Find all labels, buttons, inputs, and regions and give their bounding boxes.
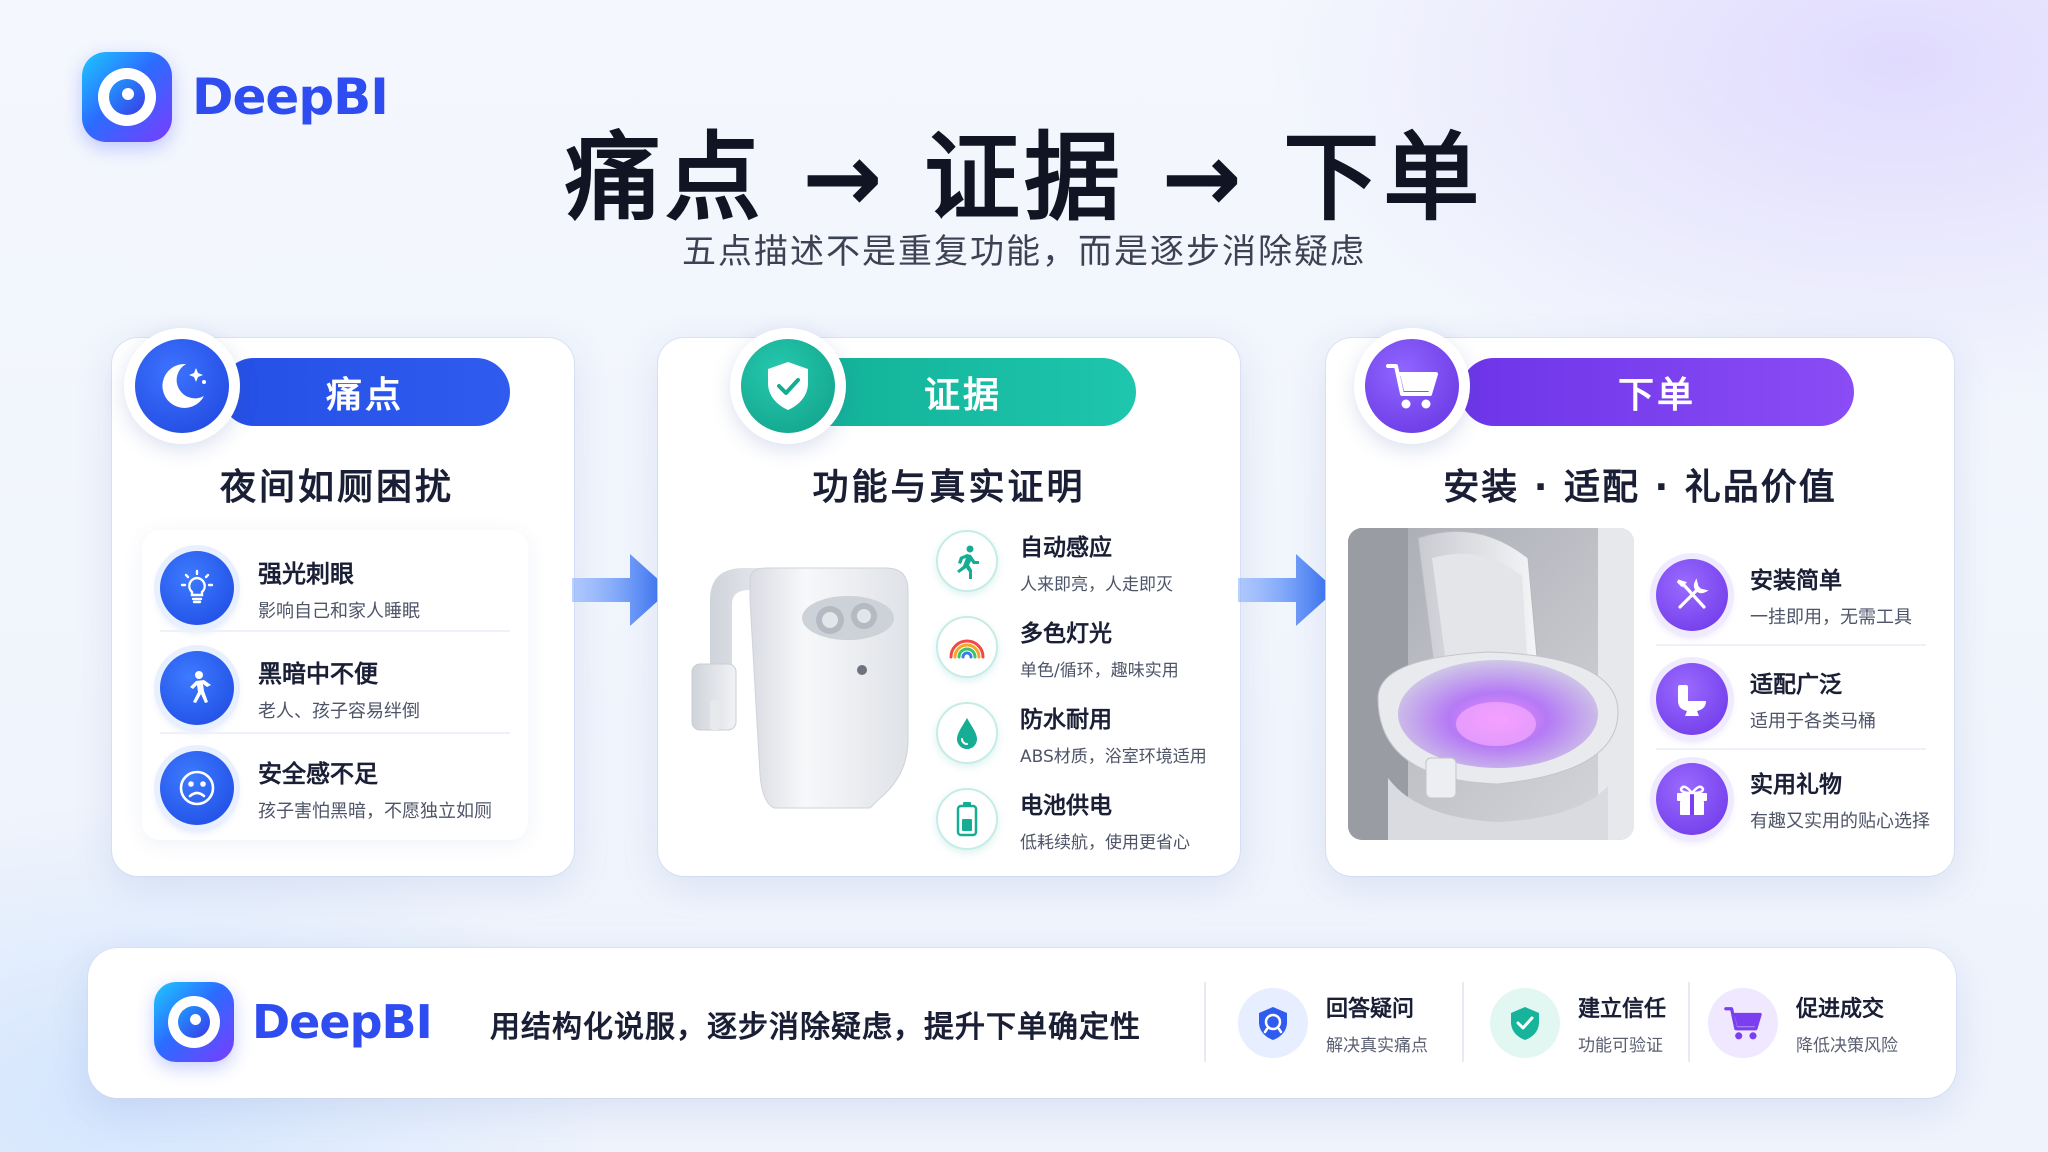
item-desc: 有趣又实用的贴心选择 xyxy=(1750,811,1930,832)
item-title: 安装简单 xyxy=(1750,568,1842,594)
list-item: 黑暗中不便 老人、孩子容易绊倒 xyxy=(160,646,520,730)
brand-name: DeepBI xyxy=(192,68,389,126)
item-desc: 影响自己和家人睡眠 xyxy=(258,600,420,622)
divider xyxy=(160,732,510,734)
purchase-heading: 安装 · 适配 · 礼品价值 xyxy=(1443,467,1837,508)
purchase-pill: 下单 xyxy=(1460,358,1854,426)
footer-banner xyxy=(88,948,1956,1098)
pain-point-pill-label: 痛点 xyxy=(325,375,404,416)
list-item: 强光刺眼 影响自己和家人睡眠 xyxy=(160,546,520,630)
tools-icon xyxy=(1656,559,1728,631)
running-person-icon xyxy=(936,530,998,592)
toilet-icon xyxy=(1656,663,1728,735)
evidence-pill-label: 证据 xyxy=(923,375,1002,416)
footer-divider xyxy=(1462,982,1464,1062)
pain-point-pill: 痛点 xyxy=(220,358,510,426)
flow-arrow-icon xyxy=(572,554,670,626)
item-title: 防水耐用 xyxy=(1020,706,1112,733)
deepbi-logo-icon xyxy=(82,52,172,142)
evidence-heading: 功能与真实证明 xyxy=(812,467,1086,508)
check-shield-icon xyxy=(1490,988,1560,1058)
list-item: 自动感应 人来即亮，人走即灭 xyxy=(936,522,1236,600)
cart-icon xyxy=(1708,988,1778,1058)
deepbi-logo-icon xyxy=(154,982,234,1062)
walking-person-icon xyxy=(160,651,234,725)
feature-title: 回答疑问 xyxy=(1326,996,1415,1022)
item-desc: 人来即亮，人走即灭 xyxy=(1020,574,1173,595)
battery-icon xyxy=(936,788,998,850)
toilet-night-light-photo xyxy=(1348,528,1634,840)
feature-desc: 功能可验证 xyxy=(1578,1035,1663,1056)
item-desc: 单色/循环，趣味实用 xyxy=(1020,660,1179,681)
night-light-product-image xyxy=(691,567,909,809)
item-title: 电池供电 xyxy=(1020,792,1112,819)
shield-check-icon xyxy=(768,362,808,410)
page-title: 痛点 → 证据 → 下单 xyxy=(564,122,1484,234)
item-desc: 低耗续航，使用更省心 xyxy=(1020,832,1190,853)
list-item: 电池供电 低耗续航，使用更省心 xyxy=(936,780,1236,858)
item-desc: ABS材质，浴室环境适用 xyxy=(1020,746,1207,767)
sad-face-icon xyxy=(160,751,234,825)
footer-feature: 促进成交 降低决策风险 xyxy=(1708,988,1898,1058)
item-title: 自动感应 xyxy=(1020,534,1112,561)
item-title: 适配广泛 xyxy=(1750,672,1842,698)
footer-feature: 建立信任 功能可验证 xyxy=(1490,988,1666,1058)
divider xyxy=(160,630,510,632)
item-title: 强光刺眼 xyxy=(258,559,354,588)
purchase-pill-label: 下单 xyxy=(1617,375,1696,416)
item-desc: 一挂即用，无需工具 xyxy=(1750,607,1912,628)
item-title: 多色灯光 xyxy=(1020,620,1112,647)
item-desc: 适用于各类马桶 xyxy=(1750,711,1876,732)
flow-arrow-icon xyxy=(1238,554,1336,626)
list-item: 安全感不足 孩子害怕黑暗，不愿独立如厕 xyxy=(160,746,530,830)
footer-divider xyxy=(1688,982,1690,1062)
pain-point-list: 强光刺眼 影响自己和家人睡眠 黑暗中不便 老人、孩子容易绊倒 安全感不足 xyxy=(142,530,528,840)
purchase-badge xyxy=(1354,328,1470,444)
feature-title: 建立信任 xyxy=(1578,996,1667,1022)
pain-point-heading: 夜间如厕困扰 xyxy=(219,467,454,508)
water-drop-icon xyxy=(936,702,998,764)
item-title: 安全感不足 xyxy=(258,759,378,788)
footer-slogan: 用结构化说服，逐步消除疑虑，提升下单确定性 xyxy=(490,1010,1141,1045)
feature-title: 促进成交 xyxy=(1796,996,1885,1022)
footer-feature: 回答疑问 解决真实痛点 xyxy=(1238,988,1428,1058)
divider xyxy=(1656,748,1926,750)
brand-logo: DeepBI xyxy=(82,52,389,142)
evidence-badge xyxy=(730,328,846,444)
item-desc: 孩子害怕黑暗，不愿独立如厕 xyxy=(258,800,492,822)
cart-icon xyxy=(1386,364,1438,409)
item-desc: 老人、孩子容易绊倒 xyxy=(258,700,420,722)
footer-divider xyxy=(1204,982,1206,1062)
item-title: 黑暗中不便 xyxy=(258,659,378,688)
evidence-pill: 证据 xyxy=(790,358,1136,426)
divider xyxy=(1656,644,1926,646)
gift-icon xyxy=(1656,763,1728,835)
feature-desc: 解决真实痛点 xyxy=(1326,1035,1428,1056)
moon-icon xyxy=(162,363,206,408)
list-item: 适配广泛 适用于各类马桶 xyxy=(1656,656,1946,742)
list-item: 防水耐用 ABS材质，浴室环境适用 xyxy=(936,694,1246,772)
feature-desc: 降低决策风险 xyxy=(1796,1035,1898,1056)
question-shield-icon xyxy=(1238,988,1308,1058)
item-title: 实用礼物 xyxy=(1750,772,1842,798)
list-item: 实用礼物 有趣又实用的贴心选择 xyxy=(1656,756,1956,842)
lightbulb-icon xyxy=(160,551,234,625)
footer-brand-logo: DeepBI xyxy=(154,982,433,1062)
list-item: 安装简单 一挂即用，无需工具 xyxy=(1656,552,1946,638)
list-item: 多色灯光 单色/循环，趣味实用 xyxy=(936,608,1236,686)
rainbow-icon xyxy=(936,616,998,678)
pain-point-badge xyxy=(124,328,240,444)
page-subtitle: 五点描述不是重复功能，而是逐步消除疑虑 xyxy=(682,232,1366,272)
footer-brand-name: DeepBI xyxy=(252,995,433,1049)
